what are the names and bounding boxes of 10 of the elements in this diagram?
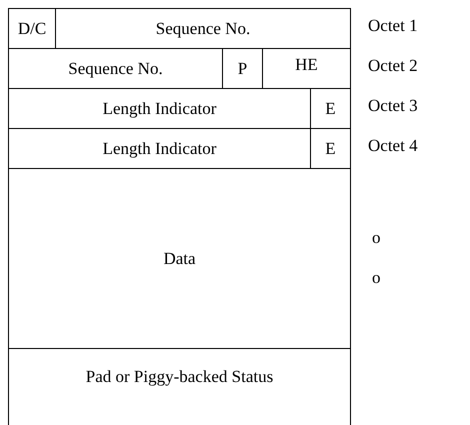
octet-label: Octet 1 bbox=[368, 16, 418, 36]
table-cell: D/C bbox=[8, 8, 56, 49]
table-cell: Data bbox=[8, 168, 351, 349]
continuation-mark: o bbox=[372, 268, 380, 288]
octet-label: Octet 2 bbox=[368, 56, 418, 76]
table-cell: Pad or Piggy-backed Status bbox=[8, 348, 351, 425]
table-cell: Sequence No. bbox=[55, 8, 351, 49]
continuation-mark: o bbox=[372, 228, 380, 248]
octet-label: Octet 3 bbox=[368, 96, 418, 116]
octet-label: Octet 4 bbox=[368, 136, 418, 156]
